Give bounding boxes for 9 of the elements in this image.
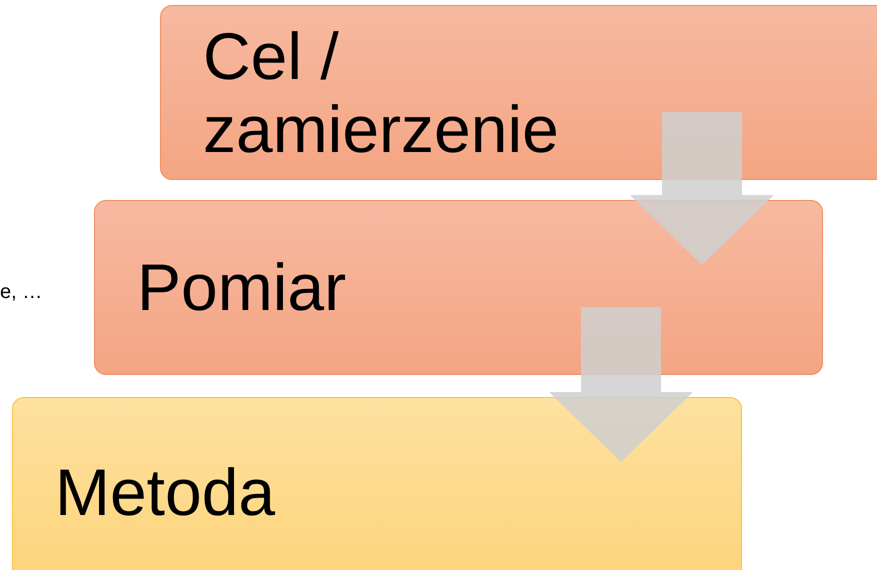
box-text: Metoda [55,454,276,531]
block-arrow [630,112,774,265]
box-text: Pomiar [137,249,348,326]
note-text: e, … [0,280,42,305]
process-box [94,200,823,375]
block-arrow [549,307,693,462]
process-box [12,397,742,570]
process-box [160,5,877,180]
box-text: Cel / zamierzenie [203,18,560,168]
